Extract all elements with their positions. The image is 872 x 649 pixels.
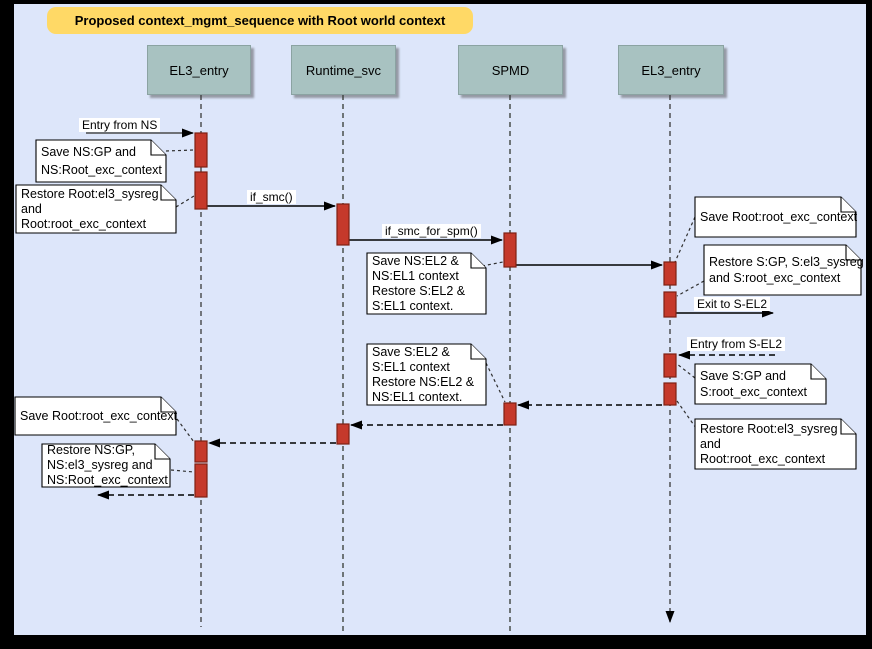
activation-bar: [336, 423, 350, 445]
activation-bar: [194, 171, 208, 210]
note-connector: [674, 216, 696, 263]
note-connector: [165, 149, 195, 152]
note-connector: [175, 195, 195, 208]
activation-bar: [336, 203, 350, 246]
note-text-save-ns-gp: Save NS:GP and NS:Root_exc_context: [41, 145, 162, 177]
diagram-title: Proposed context_mgmt_sequence with Root…: [47, 7, 473, 34]
activation-bar: [194, 440, 208, 463]
message-label-entry-from-s-el2: Entry from S-EL2: [687, 337, 786, 351]
activation-bar: [503, 402, 517, 426]
note-connector: [676, 280, 705, 297]
note-text-save-s-el2: Save S:EL2 & S:EL1 context Restore NS:EL…: [372, 344, 475, 404]
note-connector: [485, 362, 506, 403]
note-save-ns-el2: [366, 252, 487, 315]
message-label-if-smc-for-spm: if_smc_for_spm(): [382, 224, 481, 238]
note-text-save-root-left: Save Root:root_exc_context: [20, 408, 178, 423]
note-restore-root-right: [694, 418, 857, 470]
actor-el3-entry-left: EL3_entry: [147, 45, 251, 95]
note-text-restore-root-left-top: Restore Root:el3_sysreg and Root:root_ex…: [21, 186, 159, 231]
note-connector: [676, 400, 697, 429]
note-connector: [170, 469, 195, 473]
activation-bar: [663, 291, 677, 318]
note-restore-ns-gp: [41, 443, 171, 488]
message-label-if-smc: if_smc(): [247, 190, 296, 204]
actor-runtime-svc: Runtime_svc: [291, 45, 396, 95]
note-save-root-right: [694, 196, 857, 238]
message-label-entry-from-ns: Entry from NS: [79, 118, 161, 132]
activation-bar: [663, 261, 677, 286]
activation-bar: [663, 382, 677, 406]
note-restore-root-left-top: [15, 184, 177, 234]
note-text-save-root-right: Save Root:root_exc_context: [700, 209, 858, 224]
note-text-restore-ns-gp: Restore NS:GP, NS:el3_sysreg and NS:Root…: [47, 443, 168, 487]
message-label-exit-to-s-el2: Exit to S-EL2: [694, 297, 771, 311]
activation-bar: [503, 232, 517, 268]
activation-bar: [194, 132, 208, 168]
note-save-ns-gp: [35, 139, 167, 183]
note-text-save-s-gp: Save S:GP and S:root_exc_context: [700, 369, 808, 399]
note-connector: [676, 363, 696, 379]
note-text-save-ns-el2: Save NS:EL2 & NS:EL1 context Restore S:E…: [372, 253, 466, 313]
actor-spmd: SPMD: [458, 45, 563, 95]
note-connector: [176, 418, 195, 443]
actor-el3-entry-right: EL3_entry: [618, 45, 724, 95]
note-save-s-gp: [694, 363, 827, 405]
note-save-root-left: [14, 396, 177, 436]
activation-bar: [663, 353, 677, 378]
activation-bar: [194, 463, 208, 498]
note-save-s-el2: [366, 343, 487, 406]
note-restore-s-gp: [703, 244, 862, 296]
note-text-restore-root-right: Restore Root:el3_sysreg and Root:root_ex…: [700, 421, 838, 466]
diagram-background: [14, 4, 866, 635]
note-text-restore-s-gp: Restore S:GP, S:el3_sysreg and S:root_ex…: [709, 255, 864, 285]
